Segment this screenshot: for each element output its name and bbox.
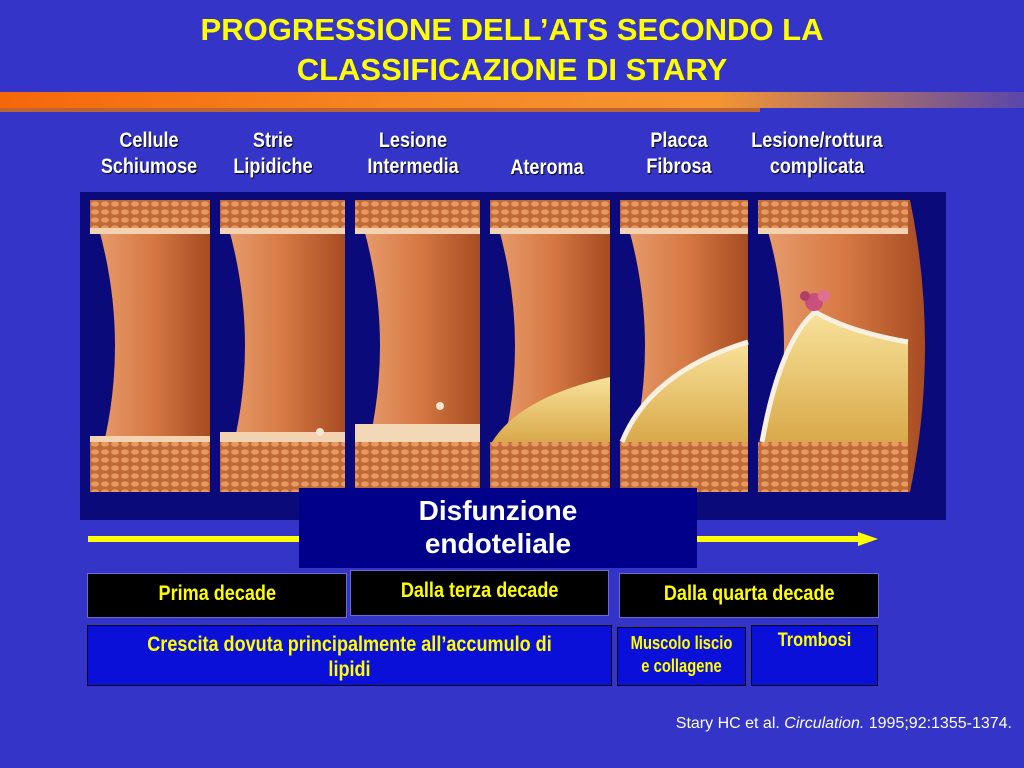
stage-label-complicated-lesion: Lesione/rottura complicata [751,129,883,178]
artery-segment-6 [758,200,925,492]
citation: Stary HC et al. Circulation. 1995;92:135… [675,715,1012,732]
growth-smooth-muscle-box: Muscolo liscio e collagene [617,627,746,686]
artery-segment-4 [490,200,610,492]
artery-progression-illustration [80,192,946,520]
slide-title-line1: PROGRESSIONE DELL’ATS SECONDO LA [200,12,824,47]
slide-title-line2: CLASSIFICAZIONE DI STARY [296,52,728,87]
thrombus-mark [800,290,830,311]
decade-box-third: Dalla terza decade [350,570,609,616]
growth-thrombosis-box: Trombosi [751,625,878,686]
artery-segment-3 [355,200,480,492]
decade-box-fourth: Dalla quarta decade [619,573,879,618]
stage-label-foam-cells: Cellule Schiumose [100,129,198,178]
stage-label-fatty-streaks: Strie Lipidiche [233,129,313,178]
stage-label-intermediate: Lesione Intermedia [367,129,459,178]
stage-label-fibrous-plaque: Placca Fibrosa [646,129,712,178]
stage-label-atheroma: Ateroma [510,156,584,179]
endothelial-dysfunction-box: Disfunzione endoteliale [299,488,697,568]
growth-lipids-box: Crescita dovuta principalmente all’accum… [87,625,612,686]
accent-stripe-lower [0,108,760,112]
artery-segment-1 [90,200,210,492]
artery-segment-2 [220,200,345,492]
accent-stripe [0,92,1024,108]
artery-segment-5 [619,200,749,492]
slide-title: PROGRESSIONE DELL’ATS SECONDO LA CLASSIF… [0,10,1024,90]
decade-box-first: Prima decade [87,573,347,618]
